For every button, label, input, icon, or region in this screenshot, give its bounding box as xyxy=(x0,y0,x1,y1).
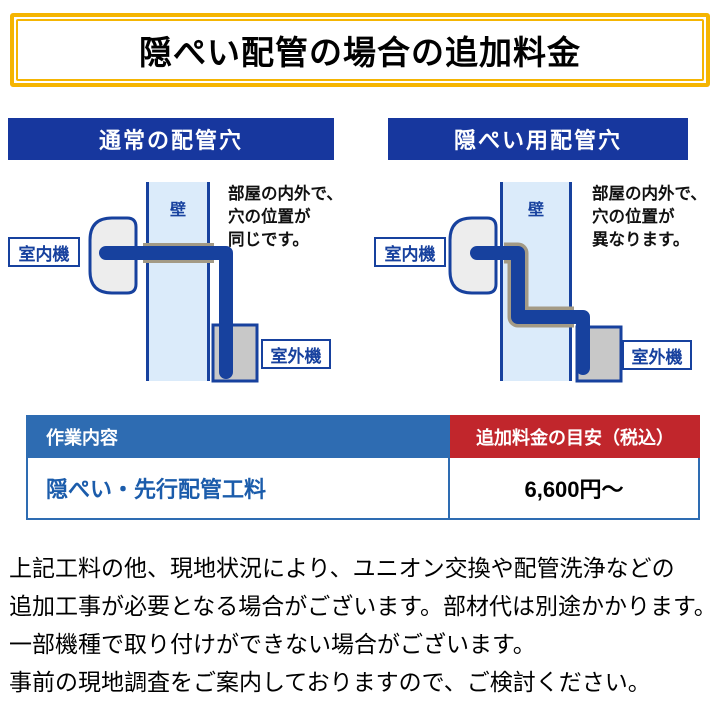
diagram-concealed-header: 隠ぺい用配管穴 xyxy=(388,118,688,160)
pipe-path xyxy=(470,246,590,375)
footer-line: 一部機種で取り付けができない場合がございます。 xyxy=(9,631,536,657)
diagram-normal-note: 部屋の内外で、 穴の位置が 同じです。 xyxy=(228,183,343,252)
indoor-unit-label: 室内機 xyxy=(8,237,80,267)
column-header-work: 作業内容 xyxy=(26,415,450,458)
footer-notes: 上記工料の他、現地状況により、ユニオン交換や配管洗浄などの 追加工事が必要となる… xyxy=(9,549,717,701)
title-inner-border: 隠ぺい配管の場合の追加料金 xyxy=(16,19,704,81)
diagram-concealed-note: 部屋の内外で、 穴の位置が 異なります。 xyxy=(592,183,707,252)
price-table: 作業内容 追加料金の目安（税込） 隠ぺい・先行配管工料 6,600円～ xyxy=(26,415,700,520)
note-line: 同じです。 xyxy=(228,231,309,249)
note-line: 穴の位置が xyxy=(592,208,675,226)
table-row: 隠ぺい・先行配管工料 6,600円～ xyxy=(26,458,700,520)
column-header-fee: 追加料金の目安（税込） xyxy=(450,415,700,458)
footer-line: 事前の現地調査をご案内しておりますので、ご検討ください。 xyxy=(9,669,651,695)
price-table-header-row: 作業内容 追加料金の目安（税込） xyxy=(26,415,700,458)
diagram-normal-piping: 通常の配管穴 壁 部屋の内外で、 穴の位置が 同じです。 室内機 室外機 xyxy=(0,110,360,405)
outdoor-unit-label: 室外機 xyxy=(622,340,692,370)
wall-fill xyxy=(146,182,210,381)
note-line: 穴の位置が xyxy=(228,208,311,226)
diagram-concealed-piping: 隠ぺい用配管穴 壁 部屋の内外で、 穴の位置が 異なります。 室内機 室外機 xyxy=(360,110,720,405)
footer-line: 追加工事が必要となる場合がございます。部材代は別途かかります。 xyxy=(9,593,717,619)
diagram-concealed-graphic xyxy=(448,182,623,383)
indoor-unit-label: 室内機 xyxy=(374,237,446,267)
pipe-path xyxy=(99,246,233,379)
note-line: 異なります。 xyxy=(592,231,690,249)
fee-cell: 6,600円～ xyxy=(524,477,624,502)
note-line: 部屋の内外で、 xyxy=(228,185,343,203)
wall-label: 壁 xyxy=(169,202,186,219)
page-title: 隠ぺい配管の場合の追加料金 xyxy=(139,34,581,71)
wall-label: 壁 xyxy=(527,202,544,219)
title-box: 隠ぺい配管の場合の追加料金 xyxy=(10,13,710,87)
footer-line: 上記工料の他、現地状況により、ユニオン交換や配管洗浄などの xyxy=(9,555,675,581)
diagram-normal-graphic xyxy=(88,182,259,383)
work-item-cell: 隠ぺい・先行配管工料 xyxy=(28,458,450,518)
diagram-normal-header: 通常の配管穴 xyxy=(8,118,334,160)
note-line: 部屋の内外で、 xyxy=(592,185,707,203)
outdoor-unit-label: 室外機 xyxy=(261,339,331,369)
